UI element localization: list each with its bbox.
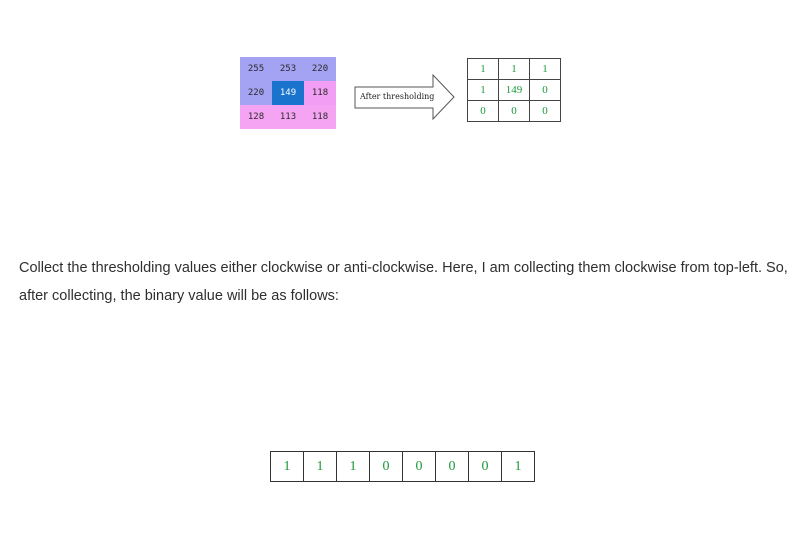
binary-bit: 0: [468, 451, 502, 482]
threshold-cell: 1: [529, 58, 561, 80]
binary-bit: 1: [303, 451, 337, 482]
binary-value-strip: 1 1 1 0 0 0 0 1: [270, 451, 535, 482]
pixel-cell: 220: [304, 57, 336, 81]
binary-bit: 1: [501, 451, 535, 482]
binary-bit: 1: [336, 451, 370, 482]
description-paragraph: Collect the thresholding values either c…: [19, 260, 788, 304]
pixel-cell: 113: [272, 105, 304, 129]
pixel-cell-center: 149: [272, 81, 304, 105]
threshold-cell: 0: [498, 100, 530, 122]
binary-bit: 0: [369, 451, 403, 482]
pixel-cell: 128: [240, 105, 272, 129]
pixel-cell: 118: [304, 105, 336, 129]
binary-bit: 0: [402, 451, 436, 482]
threshold-cell: 1: [498, 58, 530, 80]
pixel-cell: 255: [240, 57, 272, 81]
binary-bit: 0: [435, 451, 469, 482]
threshold-cell: 0: [529, 100, 561, 122]
threshold-cell: 0: [529, 79, 561, 101]
threshold-cell: 0: [467, 100, 499, 122]
threshold-cell: 1: [467, 79, 499, 101]
pixel-cell: 253: [272, 57, 304, 81]
threshold-grid: 1 1 1 1 149 0 0 0 0: [467, 58, 561, 122]
pixel-grid: 255 253 220 220 149 118 128 113 118: [240, 57, 336, 129]
threshold-cell-center: 149: [498, 79, 530, 101]
right-arrow-icon: [354, 74, 455, 120]
arrow-label: After thresholding: [360, 92, 435, 101]
threshold-cell: 1: [467, 58, 499, 80]
pixel-cell: 220: [240, 81, 272, 105]
pixel-cell: 118: [304, 81, 336, 105]
binary-bit: 1: [270, 451, 304, 482]
